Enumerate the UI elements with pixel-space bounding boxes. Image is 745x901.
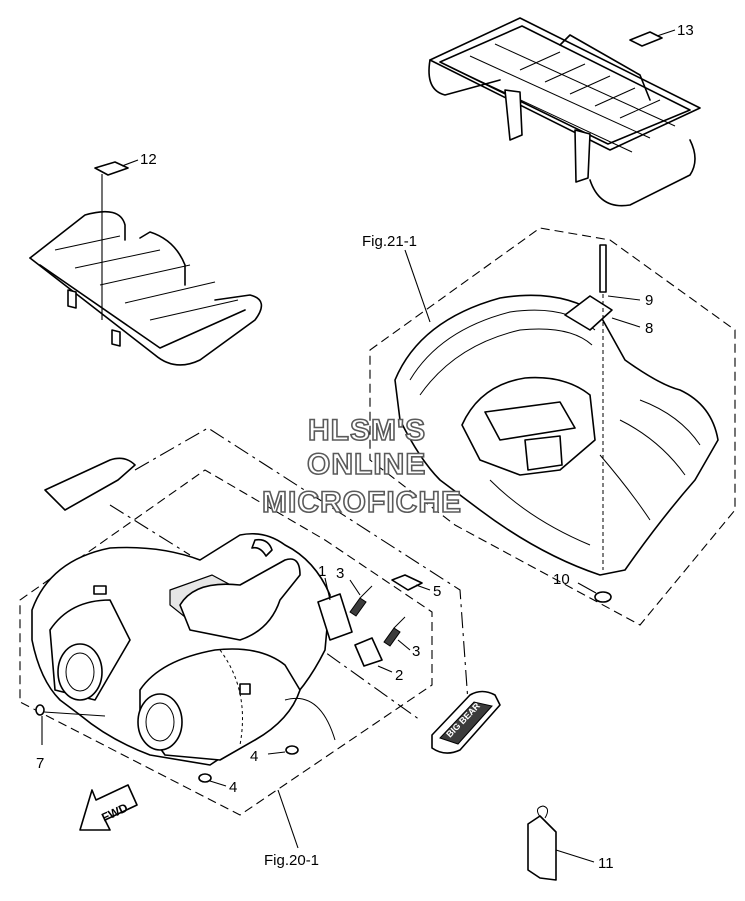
front-label-decal[interactable] bbox=[391, 574, 423, 591]
rear-fender-plate[interactable] bbox=[564, 295, 613, 331]
front-mudflap[interactable] bbox=[44, 457, 136, 511]
watermark-line-1: HLSM'S bbox=[308, 414, 426, 447]
rivet-upper[interactable] bbox=[349, 585, 373, 617]
rear-grommet[interactable] bbox=[594, 591, 612, 603]
callout-2: 2 bbox=[395, 667, 403, 684]
front-carrier[interactable] bbox=[29, 210, 263, 366]
callout-13: 13 bbox=[677, 22, 694, 39]
rear-fender-ref: Fig.21-1 bbox=[362, 233, 417, 250]
grommet-right[interactable] bbox=[285, 745, 299, 755]
rear-carrier-label-decal bbox=[629, 31, 663, 47]
front-fender[interactable] bbox=[31, 532, 336, 766]
rear-fender-bolt[interactable] bbox=[599, 244, 607, 293]
callout-7: 7 bbox=[36, 755, 44, 772]
callout-11: 11 bbox=[598, 855, 614, 872]
callout-4-left: 4 bbox=[229, 779, 237, 796]
callout-9: 9 bbox=[645, 292, 653, 309]
callout-5: 5 bbox=[433, 583, 441, 600]
front-carrier-label-decal bbox=[94, 161, 129, 176]
callout-1: 1 bbox=[318, 563, 326, 580]
callout-4-right: 4 bbox=[250, 748, 258, 765]
rear-carrier[interactable] bbox=[428, 17, 701, 207]
front-plate-small[interactable] bbox=[354, 637, 383, 667]
grommet-side[interactable] bbox=[35, 704, 45, 716]
front-plate[interactable] bbox=[317, 593, 353, 641]
grommet-left[interactable] bbox=[198, 773, 212, 783]
watermark-line-2: ONLINE bbox=[307, 448, 426, 481]
front-fender-ref: Fig.20-1 bbox=[264, 852, 319, 869]
watermark-line-3: MICROFICHE bbox=[262, 486, 462, 519]
rivet-lower[interactable] bbox=[383, 616, 406, 647]
forward-direction-arrow: FWD bbox=[79, 784, 138, 831]
callout-8: 8 bbox=[645, 320, 653, 337]
callout-12: 12 bbox=[140, 151, 157, 168]
callout-10: 10 bbox=[553, 571, 570, 588]
rear-fender-group-boundary bbox=[369, 227, 736, 626]
rear-fender[interactable] bbox=[394, 294, 719, 576]
callout-3-upper: 3 bbox=[336, 565, 344, 582]
hang-tag[interactable] bbox=[527, 805, 557, 881]
side-decal[interactable]: BIG BEAR bbox=[431, 690, 501, 754]
callout-3-lower: 3 bbox=[412, 643, 420, 660]
watermark: HLSM'S ONLINE MICROFICHE bbox=[261, 413, 462, 520]
